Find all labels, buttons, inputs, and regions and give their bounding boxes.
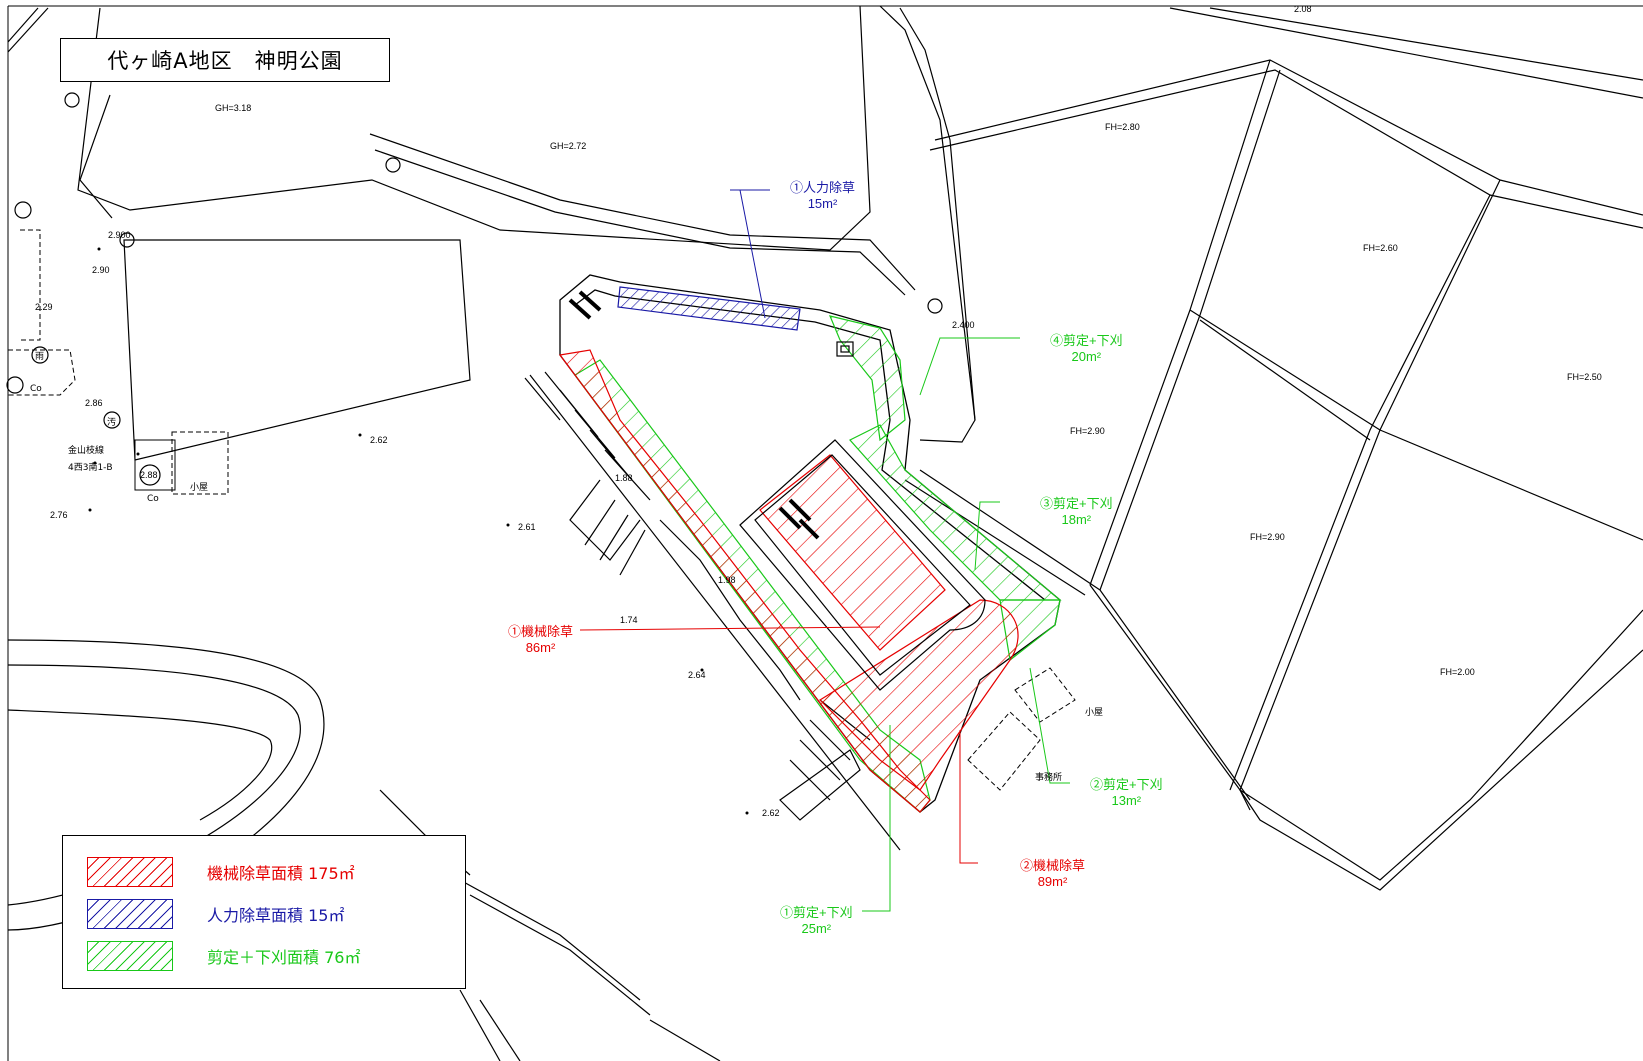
- building-label: 雨: [35, 352, 45, 362]
- elevation-label: 2.90: [92, 265, 110, 275]
- legend-label: 人力除草面積 15㎡: [207, 906, 345, 925]
- elevation-label: 2.62: [370, 435, 388, 445]
- legend-item-jinryoku: 人力除草面積 15㎡: [87, 898, 344, 930]
- callout-kikai-2: ②機械除草 89m²: [1020, 858, 1086, 889]
- elevation-label: 2.400: [952, 320, 975, 330]
- route-label: 4西3南1-B: [68, 463, 113, 473]
- elevation-label: FH=2.90: [1250, 532, 1285, 542]
- callout-jinryoku-1: ①人力除草 15m²: [790, 180, 856, 211]
- map-title: 代ヶ崎A地区 神明公園: [60, 38, 390, 82]
- elevation-label: 2.900: [108, 230, 131, 240]
- elevation-label: 2.29: [35, 302, 53, 312]
- elevation-label: 2.08: [1294, 4, 1312, 14]
- map-frame: [7, 5, 1643, 1061]
- legend-swatch: [87, 857, 173, 887]
- map-legend: 機械除草面積 175㎡ 人力除草面積 15㎡ 剪定＋下刈面積 76㎡: [62, 835, 466, 989]
- building-label: 事務所: [1035, 773, 1063, 783]
- elevation-label: 2.86: [85, 398, 103, 408]
- building-label: Co: [30, 384, 42, 394]
- outbuildings: [8, 229, 1076, 791]
- elevation-label: 1.88: [615, 473, 633, 483]
- leader-lines: [579, 189, 1070, 912]
- callout-sentei-4: ④剪定+下刈 20m²: [1050, 333, 1123, 364]
- park-inner: [739, 341, 986, 691]
- callout-sentei-3: ③剪定+下刈 18m²: [1040, 496, 1113, 527]
- elevation-label: GH=2.72: [550, 141, 587, 151]
- spot-points: [88, 247, 749, 815]
- legend-item-sentei: 剪定＋下刈面積 76㎡: [87, 940, 360, 972]
- elevation-label: 2.62: [762, 808, 780, 818]
- legend-swatch: [87, 941, 173, 971]
- legend-label: 機械除草面積 175㎡: [207, 864, 355, 883]
- legend-label: 剪定＋下刈面積 76㎡: [207, 948, 361, 967]
- building-label: 小屋: [190, 483, 209, 493]
- elevation-label: 2.76: [50, 510, 68, 520]
- elevation-label: 2.88: [140, 470, 158, 480]
- elevation-label: FH=2.60: [1363, 243, 1398, 253]
- building-label: 汚: [107, 418, 117, 428]
- hatch-kikai-2: [819, 599, 1019, 791]
- hatch-jinryoku-1: [617, 286, 801, 331]
- elevation-label: 2.61: [518, 522, 536, 532]
- building-label: 小屋: [1085, 708, 1104, 718]
- legend-swatch: [87, 899, 173, 929]
- callout-kikai-1: ①機械除草 86m²: [508, 624, 574, 655]
- hatch-kikai-1b: [759, 454, 946, 651]
- elevation-label: FH=2.80: [1105, 122, 1140, 132]
- elevation-label: FH=2.90: [1070, 426, 1105, 436]
- callout-sentei-1: ①剪定+下刈 25m²: [780, 905, 853, 936]
- hatch-sentei-4: [828, 315, 906, 442]
- elevation-label: 1.74: [620, 615, 638, 625]
- elevation-label: FH=2.50: [1567, 372, 1602, 382]
- elevation-label: FH=2.00: [1440, 667, 1475, 677]
- elevation-label: 2.64: [688, 670, 706, 680]
- building-label: Co: [147, 494, 159, 504]
- elevation-label: 1.98: [718, 575, 736, 585]
- callout-sentei-2: ②剪定+下刈 13m²: [1090, 777, 1163, 808]
- elevation-label: GH=3.18: [215, 103, 252, 113]
- playground-icon: [568, 290, 820, 540]
- route-label: 金山枝線: [68, 446, 105, 456]
- legend-item-kikai: 機械除草面積 175㎡: [87, 856, 355, 888]
- survey-markers: [6, 92, 943, 486]
